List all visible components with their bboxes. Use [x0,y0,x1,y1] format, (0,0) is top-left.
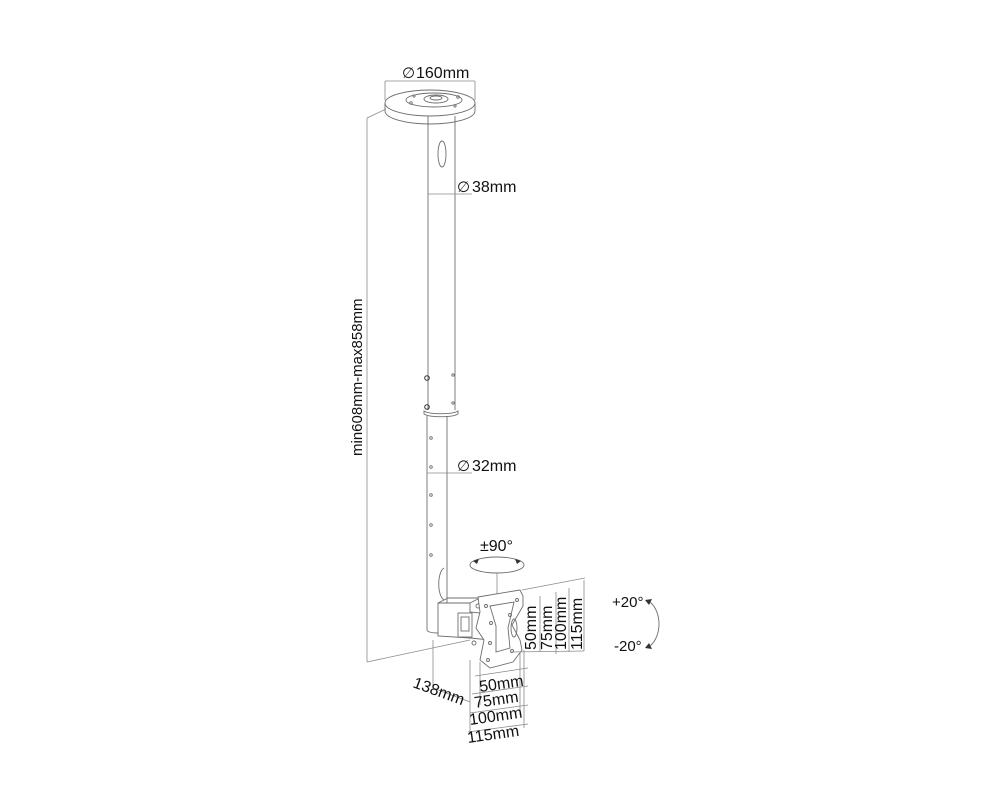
diameter-symbol: ∅ [457,458,470,475]
vesa-vertical-115: 115mm [569,598,586,650]
upper-tube [423,116,459,418]
vesa-horizontal-50: 50mm [478,673,524,696]
swivel-label: ±90° [480,538,513,555]
vesa-horizontal-75: 75mm [473,689,519,712]
tilt-up-label: +20° [612,594,643,611]
vesa-vertical-dimensions: 50mm 75mm 100mm 115mm [509,577,586,654]
dimension-160mm: ∅ 160mm [384,65,476,100]
dimension-depth: 138mm [411,640,471,709]
vesa-vertical-50: 50mm [523,606,540,650]
vesa-vertical-100: 100mm [553,597,570,650]
tilt-bracket [437,589,524,669]
ceiling-base-plate [384,89,476,125]
depth-label: 138mm [411,675,467,709]
dimension-32mm: ∅ 32mm [427,458,516,475]
dimension-38mm: ∅ 38mm [428,179,516,196]
tilt-indicator: +20° -20° [612,594,660,655]
diameter-symbol: ∅ [457,179,470,196]
tilt-down-label: -20° [614,638,642,655]
diameter-symbol: ∅ [402,65,415,82]
upper-tube-diameter-label: 38mm [472,179,516,196]
base-plate-diameter-label: 160mm [416,65,469,82]
dimension-height: min608mm-max858mm [349,108,471,663]
lower-tube-diameter-label: 32mm [472,458,516,475]
vesa-horizontal-dimensions: 50mm 75mm 100mm 115mm [466,650,529,747]
height-range-label: min608mm-max858mm [349,298,366,456]
vesa-vertical-75: 75mm [539,606,556,650]
